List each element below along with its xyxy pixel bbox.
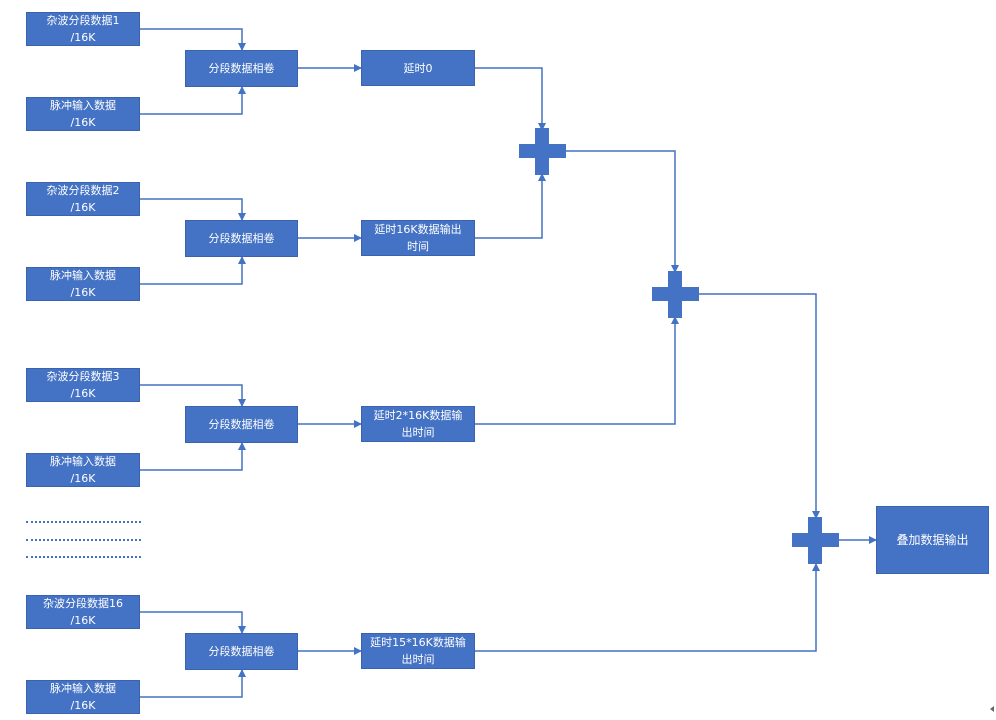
connector-pulse16-conv16 [140, 669, 246, 698]
pulse-input-box-3: 脉冲输入数据 /16K [26, 453, 140, 487]
pulse-input-label-2: 脉冲输入数据 /16K [50, 269, 116, 299]
sum-plus-icon-3 [792, 517, 839, 564]
corner-marker-icon [990, 706, 994, 712]
pulse-input-box-16: 脉冲输入数据 /16K [26, 680, 140, 714]
pulse-input-label-3: 脉冲输入数据 /16K [50, 455, 116, 485]
delay-label-2: 延时16K数据输出 时间 [374, 223, 462, 253]
convolution-box-2: 分段数据相卷 [185, 220, 298, 257]
connector-sum2-sum3 [698, 293, 820, 519]
ellipsis-dots-2 [26, 539, 141, 541]
output-box: 叠加数据输出 [876, 506, 989, 574]
pulse-input-label-16: 脉冲输入数据 /16K [50, 682, 116, 712]
noise-segment-box-3: 杂波分段数据3 /16K [26, 368, 140, 402]
delay-box-16: 延时15*16K数据输 出时间 [361, 633, 475, 669]
delay-box-3: 延时2*16K数据输 出时间 [361, 406, 475, 442]
connector-sum1-sum2 [565, 150, 679, 273]
delay-label-1: 延时0 [403, 61, 433, 75]
noise-segment-label-3: 杂波分段数据3 /16K [46, 370, 120, 400]
connector-pulse2-conv2 [140, 256, 246, 285]
ellipsis-dots-3 [26, 556, 141, 558]
connector-pulse1-conv1 [140, 86, 246, 115]
noise-segment-box-2: 杂波分段数据2 /16K [26, 182, 140, 216]
convolution-box-16: 分段数据相卷 [185, 633, 298, 670]
pulse-input-label-1: 脉冲输入数据 /16K [50, 99, 116, 129]
connector-delay3-sum2 [475, 316, 679, 425]
noise-segment-label-16: 杂波分段数据16 /16K [43, 597, 123, 627]
connector-noise16-conv16 [140, 611, 246, 634]
ellipsis-dots-1 [26, 521, 141, 523]
delay-box-2: 延时16K数据输出 时间 [361, 220, 475, 256]
sum-plus-icon-2 [652, 271, 699, 318]
noise-segment-box-16: 杂波分段数据16 /16K [26, 595, 140, 629]
convolution-label-16: 分段数据相卷 [208, 645, 275, 658]
connector-noise2-conv2 [140, 198, 246, 221]
connector-delay16-sum3 [475, 563, 820, 652]
connector-pulse3-conv3 [140, 442, 246, 471]
noise-segment-label-1: 杂波分段数据1 /16K [46, 14, 120, 44]
convolution-label-2: 分段数据相卷 [208, 232, 275, 245]
output-label: 叠加数据输出 [896, 532, 969, 547]
convolution-box-3: 分段数据相卷 [185, 406, 298, 443]
connector-delay1-sum1 [475, 67, 546, 131]
connector-noise1-conv1 [140, 28, 246, 51]
sum-plus-icon-1 [519, 128, 566, 175]
pulse-input-box-2: 脉冲输入数据 /16K [26, 267, 140, 301]
noise-segment-box-1: 杂波分段数据1 /16K [26, 12, 140, 46]
convolution-box-1: 分段数据相卷 [185, 50, 298, 87]
connector-noise3-conv3 [140, 384, 246, 407]
connector-delay2-sum1 [475, 173, 546, 239]
delay-box-1: 延时0 [361, 50, 475, 86]
convolution-label-3: 分段数据相卷 [208, 418, 275, 431]
delay-label-16: 延时15*16K数据输 出时间 [370, 636, 466, 666]
convolution-label-1: 分段数据相卷 [208, 62, 275, 75]
delay-label-3: 延时2*16K数据输 出时间 [373, 409, 463, 439]
noise-segment-label-2: 杂波分段数据2 /16K [46, 184, 120, 214]
pulse-input-box-1: 脉冲输入数据 /16K [26, 97, 140, 131]
